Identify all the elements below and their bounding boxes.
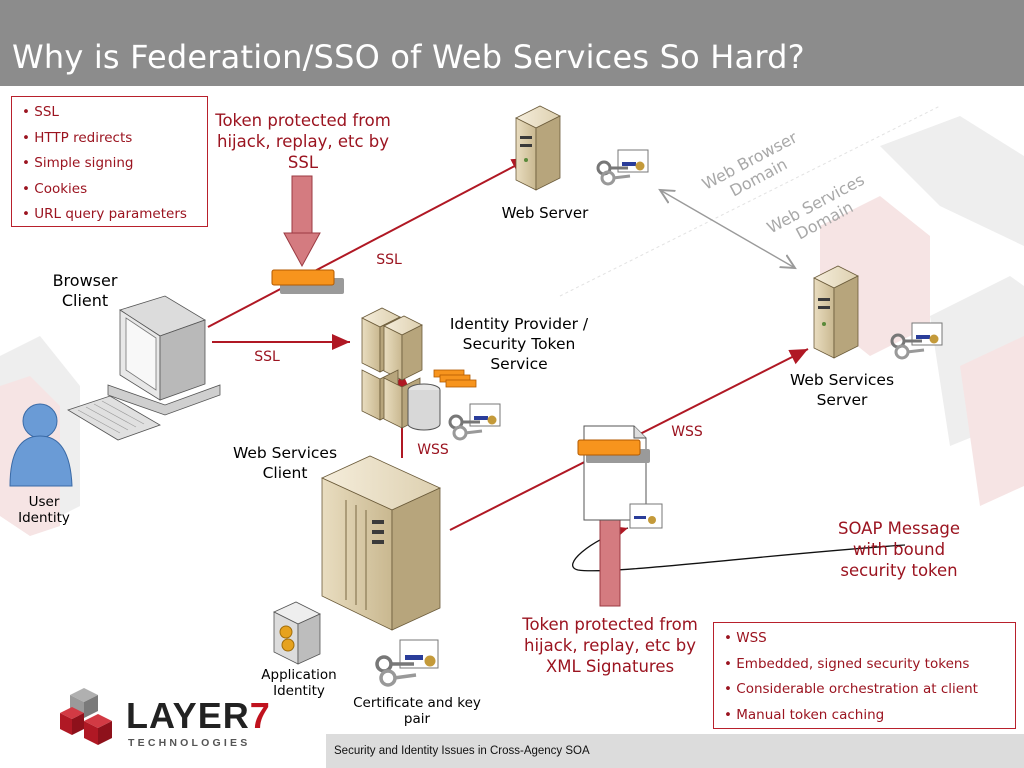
footer-bar: Security and Identity Issues in Cross-Ag… xyxy=(326,734,1024,768)
browser-client-label: Browser Client xyxy=(52,271,118,310)
browser-feature-item: SSL xyxy=(22,103,197,122)
ws-feature-item: Manual token caching xyxy=(724,706,1005,725)
title-bar: Why is Federation/SSO of Web Services So… xyxy=(0,0,1024,86)
ssl-token-icon xyxy=(271,269,344,294)
user-identity-icon xyxy=(9,403,73,487)
ws-feature-item: Embedded, signed security tokens xyxy=(724,655,1005,674)
logo-word: LAYER xyxy=(126,695,250,736)
soap-message-callout: SOAP Message with bound security token xyxy=(838,519,960,580)
idp-label: Identity Provider / Security Token Servi… xyxy=(449,315,589,373)
browser-feature-item: URL query parameters xyxy=(22,205,197,224)
browser-features-box: SSL HTTP redirects Simple signing Cookie… xyxy=(11,96,208,227)
web-server-label: Web Server xyxy=(501,204,589,222)
ws-server-icon xyxy=(813,265,859,359)
wss-right-label: WSS xyxy=(671,424,703,440)
logo-number: 7 xyxy=(249,695,271,736)
cert-keypair-label: Certificate and key pair xyxy=(353,695,481,727)
ws-server-label: Web Services Server xyxy=(789,371,895,409)
page-title: Why is Federation/SSO of Web Services So… xyxy=(12,38,805,76)
web-server-icon xyxy=(515,105,561,191)
wsserver-cert-icon xyxy=(890,322,943,360)
footer-text: Security and Identity Issues in Cross-Ag… xyxy=(334,745,590,757)
logo-subtitle: TECHNOLOGIES xyxy=(128,737,251,749)
wss-left-label: WSS xyxy=(417,442,449,458)
browser-feature-item: HTTP redirects xyxy=(22,129,197,148)
browser-feature-item: Cookies xyxy=(22,180,197,199)
webserver-cert-icon xyxy=(596,149,649,186)
ws-feature-item: Considerable orchestration at client xyxy=(724,680,1005,699)
layer7-logo-icon xyxy=(60,688,112,745)
logo-wordmark: LAYER7 xyxy=(126,698,271,734)
app-identity-label: Application Identity xyxy=(261,667,337,699)
token-xml-callout: Token protected from hijack, replay, etc… xyxy=(522,615,698,676)
ws-client-server-icon xyxy=(321,455,441,631)
ssl-top-label: SSL xyxy=(376,252,402,268)
domain-boundary-arrow xyxy=(660,190,795,268)
idp-server-cluster-icon xyxy=(361,307,477,431)
soap-document-icon xyxy=(577,425,663,529)
user-identity-label: User Identity xyxy=(18,494,70,526)
certificate-keypair-icon xyxy=(375,639,439,687)
idp-cert-icon xyxy=(448,403,501,441)
ssl-line-browser-webserver xyxy=(207,157,531,328)
down-arrow-ssl xyxy=(283,175,321,268)
ws-features-box: WSS Embedded, signed security tokens Con… xyxy=(713,622,1016,729)
ssl-mid-label: SSL xyxy=(254,349,280,365)
browser-feature-item: Simple signing xyxy=(22,154,197,173)
ws-client-label: Web Services Client xyxy=(232,444,338,482)
token-ssl-callout: Token protected from hijack, replay, etc… xyxy=(215,111,391,172)
application-identity-icon xyxy=(273,601,321,665)
browser-computer-icon xyxy=(67,295,221,441)
ws-feature-item: WSS xyxy=(724,629,1005,648)
